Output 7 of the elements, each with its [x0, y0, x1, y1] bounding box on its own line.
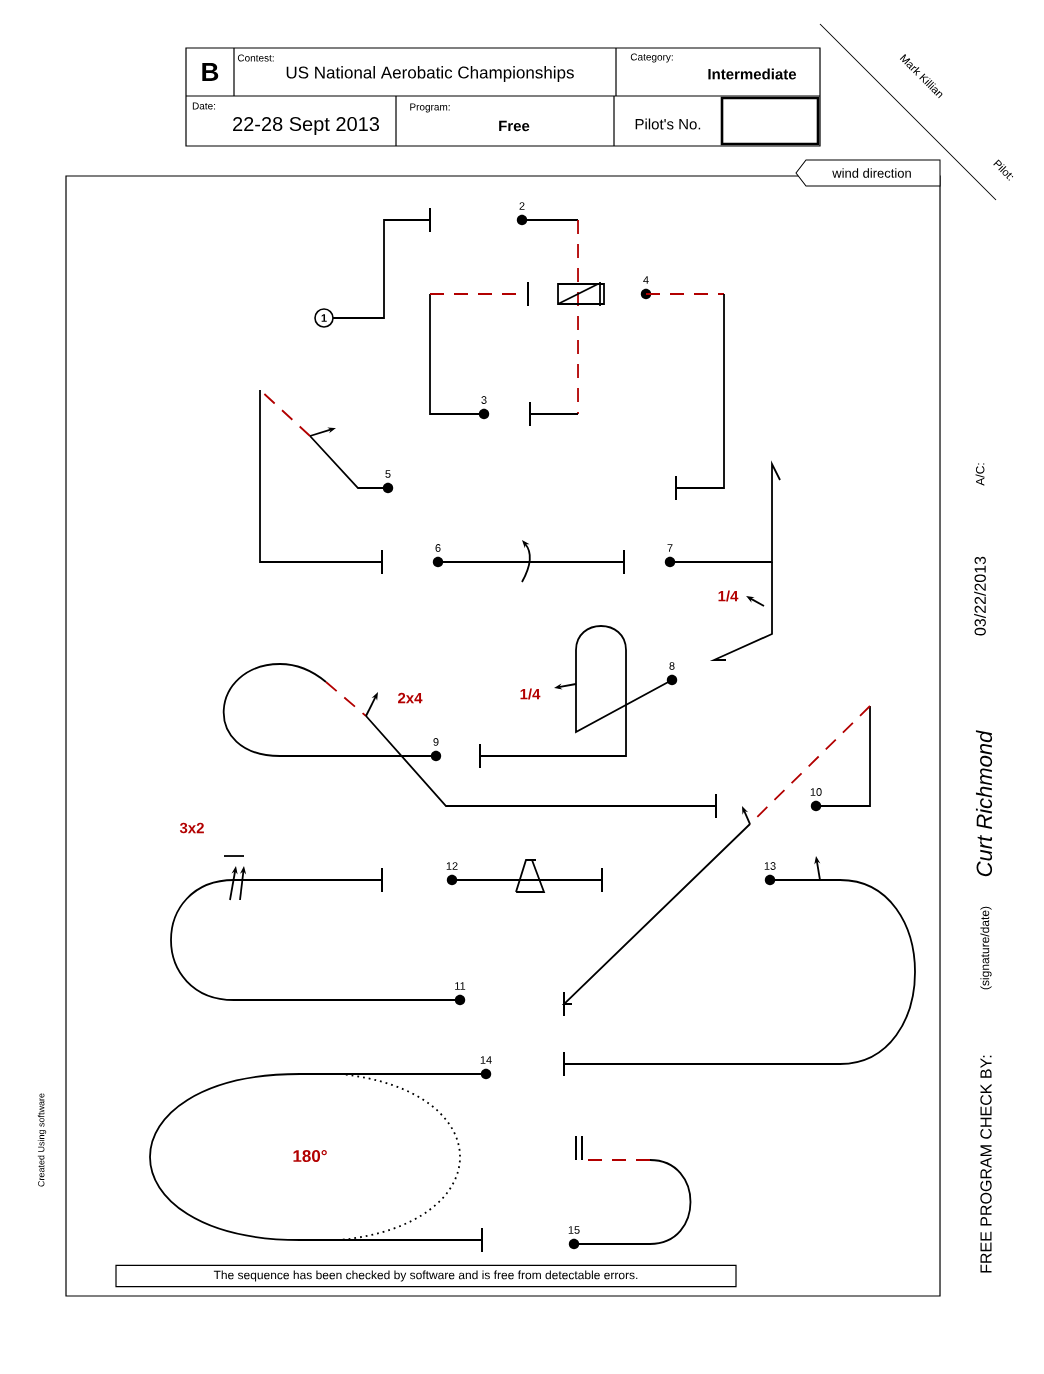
- angle-annotation: 180°: [293, 1150, 327, 1162]
- signature: Curt Richmond: [975, 730, 993, 877]
- date-text: 03/22/2013: [974, 556, 986, 636]
- table-cell: US National Aerobatic Championships: [286, 66, 574, 82]
- table-cell: 22-28 Sept 2013: [233, 116, 380, 136]
- field-label: FREE PROGRAM CHECK BY:: [980, 1055, 992, 1273]
- table-cell: B: [202, 63, 219, 81]
